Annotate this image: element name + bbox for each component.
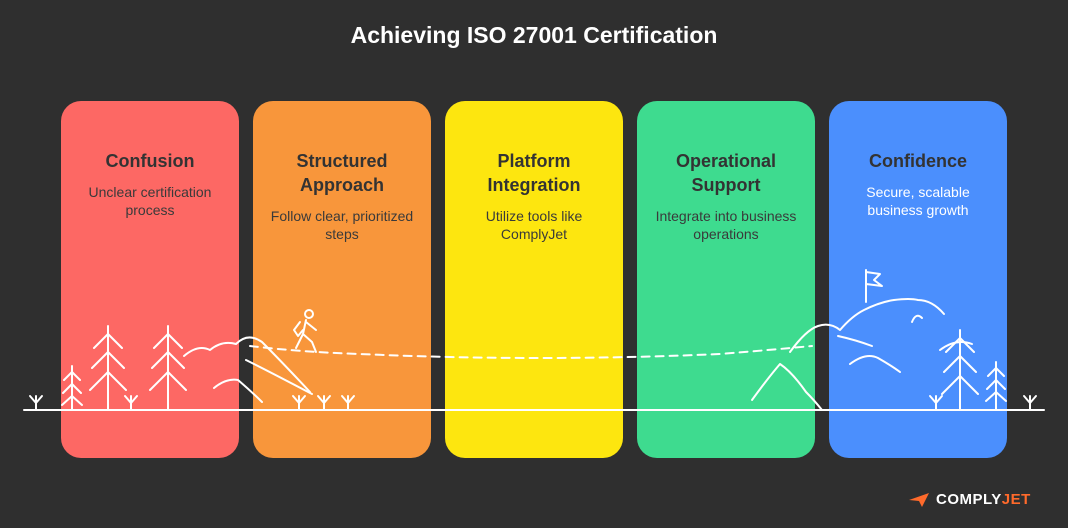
tree-icon bbox=[941, 329, 1007, 411]
diagram-title: Achieving ISO 27001 Certification bbox=[350, 22, 718, 48]
hill-icon bbox=[183, 336, 313, 403]
stage-description: Secure, scalable business growth bbox=[866, 184, 970, 218]
stage-card-confusion: Confusion Unclear certification process bbox=[61, 101, 239, 458]
jet-icon bbox=[909, 492, 929, 507]
stage-heading: Operational Support bbox=[675, 151, 777, 195]
stage-heading: Confusion bbox=[105, 151, 195, 171]
stage-card-platform-integration: Platform Integration Utilize tools like … bbox=[445, 101, 623, 458]
grass-icon bbox=[29, 395, 1037, 411]
stage-card-confidence: Confidence Secure, scalable business gro… bbox=[829, 101, 1007, 458]
logo-text-comply: COMPLY bbox=[936, 491, 1002, 508]
mountain-icon bbox=[751, 298, 973, 411]
stage-description: Unclear certification process bbox=[88, 184, 212, 218]
stage-card-structured-approach: Structured Approach Follow clear, priori… bbox=[253, 101, 431, 458]
tree-icon bbox=[61, 325, 187, 411]
stage-heading: Structured Approach bbox=[296, 151, 388, 195]
flag-icon bbox=[865, 269, 883, 303]
stage-card-operational-support: Operational Support Integrate into busin… bbox=[637, 101, 815, 458]
stage-heading: Confidence bbox=[868, 151, 967, 171]
stage-description: Integrate into business operations bbox=[655, 208, 797, 242]
stage-heading: Platform Integration bbox=[487, 151, 581, 195]
journey-path bbox=[249, 345, 813, 359]
stage-description: Utilize tools like ComplyJet bbox=[485, 208, 583, 242]
logo-text-jet: JET bbox=[1001, 491, 1031, 508]
hiker-icon bbox=[293, 309, 317, 353]
stage-description: Follow clear, prioritized steps bbox=[270, 208, 414, 242]
